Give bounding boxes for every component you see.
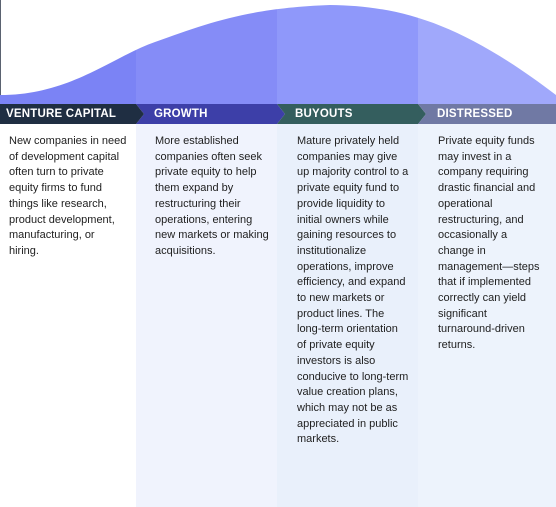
arrow-buyouts [277,104,426,124]
stage-label-growth: GROWTH [154,108,208,120]
stage-description-venture-capital: New companies in need of development cap… [9,135,127,257]
panel-growth [136,124,277,507]
curve-segment-buyouts [277,5,418,104]
panel-distressed [418,124,556,507]
stage-label-venture-capital: VENTURE CAPITAL [6,108,117,120]
stage-label-distressed: DISTRESSED [437,108,513,120]
arrow-growth [136,104,285,124]
stage-description-distressed: Private equity funds may invest in a com… [438,135,540,352]
curve-segment-distressed [418,5,556,104]
arrow-venture-capital [0,104,144,124]
stage-label-buyouts: BUYOUTS [295,108,353,120]
stage-description-buyouts: Mature privately held companies may give… [297,135,409,446]
arrow-distressed [418,104,556,124]
panel-buyouts [277,124,418,507]
curve-segment-growth [136,5,277,104]
curve-segment-venture-capital [0,5,136,104]
stage-description-growth: More established companies often seek pr… [155,135,269,257]
